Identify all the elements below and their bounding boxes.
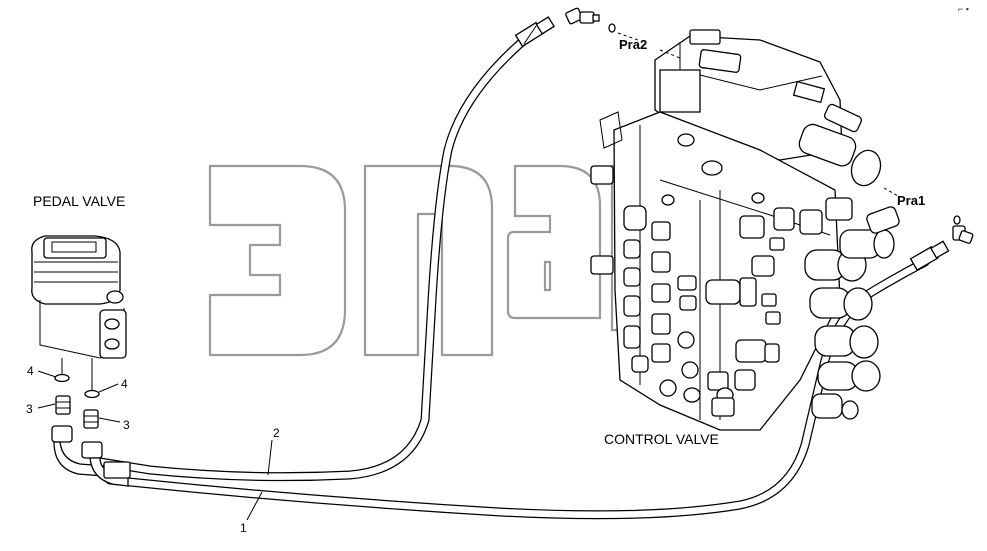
pedal-valve-label: PEDAL VALVE: [33, 193, 125, 209]
callout-4-left: 4: [27, 364, 34, 378]
callout-4-right-leader: [98, 383, 119, 393]
o-ring-left: [54, 373, 70, 383]
hose-2: [95, 37, 527, 482]
callout-3-right: 3: [123, 418, 130, 432]
callout-4-left-leader: [37, 370, 57, 378]
pra1-leader: [883, 187, 899, 197]
callout-2-leader: [267, 439, 273, 476]
pedal-valve-body: [31, 235, 127, 359]
elbow-fitting-pra1: [952, 225, 974, 244]
callout-3-left-leader: [37, 403, 56, 409]
corner-mark: ⌐ ▪: [958, 4, 969, 14]
callout-2: 2: [273, 426, 280, 440]
port-label-pra2: Pra2: [619, 37, 647, 52]
callout-3-left: 3: [26, 402, 33, 416]
control-valve-label: CONTROL VALVE: [604, 431, 719, 447]
port-label-pra1: Pra1: [897, 193, 925, 208]
callout-1: 1: [240, 521, 247, 535]
o-ring-right: [84, 389, 100, 399]
elbow-fitting-pra2: [565, 7, 600, 25]
control-valve-assembly: [590, 29, 900, 431]
callout-3-right-leader: [98, 417, 121, 423]
hose-1-end-fitting: [909, 240, 950, 271]
adapter-right: [83, 409, 99, 429]
adapter-left: [55, 395, 71, 415]
hose-2-end-fitting: [514, 16, 556, 48]
callout-4-right: 4: [121, 377, 128, 391]
callout-1-leader: [246, 491, 263, 521]
o-ring-pra1: [953, 215, 961, 225]
hose-start-fittings: [51, 425, 131, 487]
o-ring-pra2: [608, 23, 616, 33]
